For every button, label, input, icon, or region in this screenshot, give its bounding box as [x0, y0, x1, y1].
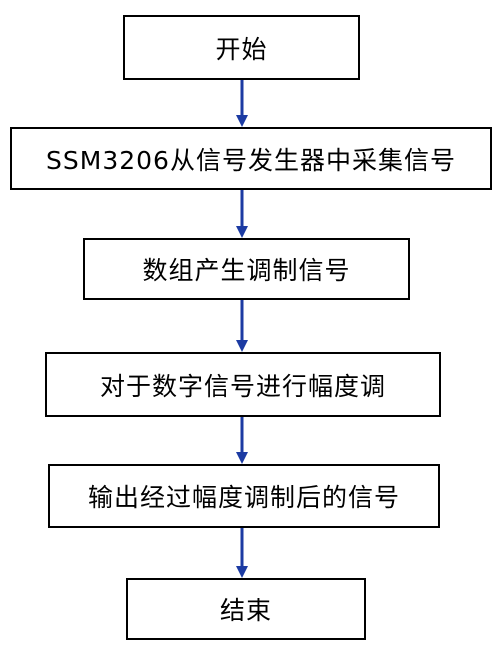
end-node-label: 结束 — [219, 596, 272, 625]
arrow-generate-to-amplitude — [236, 300, 248, 352]
arrow-collect-to-generate — [236, 190, 248, 238]
arrow-output-to-end — [236, 528, 248, 578]
arrow-generate-to-amplitude-head — [236, 340, 248, 352]
output-signal-label: 输出经过幅度调制后的信号 — [87, 483, 400, 512]
collect-signal-label: SSM3206从信号发生器中采集信号 — [46, 145, 456, 175]
amplitude-modulation-label: 对于数字信号进行幅度调 — [99, 371, 386, 401]
end-node: 结束 — [126, 578, 366, 640]
generate-modulation-step: 数组产生调制信号 — [83, 238, 410, 300]
arrow-amplitude-to-output — [236, 417, 248, 464]
output-signal-step: 输出经过幅度调制后的信号 — [48, 464, 440, 528]
start-node: 开始 — [123, 15, 360, 80]
arrow-amplitude-to-output-head — [236, 452, 248, 464]
arrow-collect-to-generate-head — [236, 226, 248, 238]
arrow-output-to-end-head — [236, 566, 248, 578]
collect-signal-step: SSM3206从信号发生器中采集信号 — [10, 127, 492, 190]
generate-modulation-label: 数组产生调制信号 — [142, 256, 351, 285]
amplitude-modulation-step: 对于数字信号进行幅度调 — [45, 352, 441, 417]
arrow-start-to-collect — [236, 80, 248, 127]
start-node-label: 开始 — [215, 34, 268, 64]
arrow-start-to-collect-head — [236, 115, 248, 127]
